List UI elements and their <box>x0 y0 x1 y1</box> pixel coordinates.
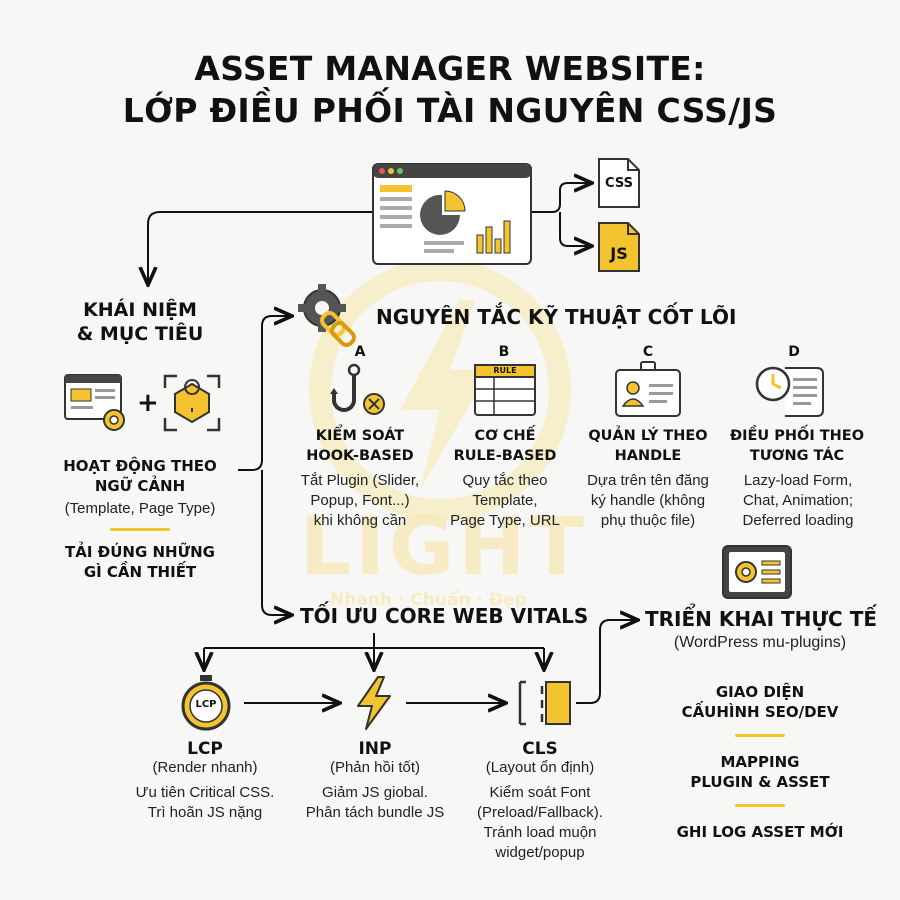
inp-subtitle: (Phản hồi tốt) <box>329 759 421 776</box>
layout-shift-icon <box>518 680 571 726</box>
principle-c-desc: Dựa trên tên đăng ký handle (không phụ t… <box>587 472 709 529</box>
title-line-1: ASSET MANAGER WEBSITE: <box>194 49 706 88</box>
principle-c-letter: C <box>642 344 654 360</box>
arrow-to-js <box>559 212 590 246</box>
page-title: ASSET MANAGER WEBSITE: LỚP ĐIỀU PHỐI TÀI… <box>0 48 900 132</box>
goal-heading: TẢI ĐÚNG NHỮNG GÌ CẦN THIẾT <box>65 543 215 581</box>
concept-divider <box>110 528 170 531</box>
context-note: (Template, Page Type) <box>64 500 216 517</box>
lightning-icon <box>357 676 391 730</box>
lcp-subtitle: (Render nhanh) <box>152 759 258 776</box>
principle-b-letter: B <box>498 344 510 360</box>
deploy-divider-1 <box>735 734 785 737</box>
concept-heading: KHÁI NIỆM & MỤC TIÊU <box>76 299 204 345</box>
watermark-slogan: Nhanh · Chuẩn · Đẹp <box>330 590 527 610</box>
arrow-cls-deploy <box>576 620 636 704</box>
css-label: CSS <box>605 176 633 191</box>
deploy-item-mapping: MAPPING PLUGIN & ASSET <box>690 753 830 791</box>
lcp-title: LCP <box>187 739 223 759</box>
arrow-branch <box>238 316 290 471</box>
arrow-to-css <box>532 183 590 213</box>
inp-desc: Giảm JS giobal. Phân tách bundle JS <box>305 784 445 821</box>
browser-window-icon <box>372 163 532 265</box>
principle-b-desc: Quy tắc theo Template, Page Type, URL <box>450 472 560 529</box>
deploy-item-log: GHI LOG ASSET MỚI <box>676 823 844 841</box>
rule-label: RULE <box>493 366 517 375</box>
js-label: JS <box>610 244 628 263</box>
hook-icon <box>330 363 385 415</box>
deploy-heading: TRIỂN KHAI THỰC TẾ <box>645 607 878 631</box>
lcp-desc: Ưu tiên Critical CSS. Trì hoãn JS nặng <box>135 784 275 821</box>
plus-sign: + <box>137 388 159 418</box>
target-icon <box>163 374 221 432</box>
clock-scroll-icon <box>755 366 824 417</box>
stopwatch-icon: LCP <box>180 675 232 731</box>
rule-table-icon: RULE <box>474 364 536 416</box>
cwv-heading: TỐI ƯU CORE WEB VITALS <box>300 604 589 628</box>
title-line-2: LỚP ĐIỀU PHỐI TÀI NGUYÊN CSS/JS <box>122 91 778 130</box>
principles-heading: NGUYÊN TẮC KỸ THUẬT CỐT LÕI <box>376 305 737 329</box>
principle-a-title: KIỂM SOÁT HOOK-BASED <box>306 428 414 464</box>
principle-a-letter: A <box>354 344 366 360</box>
deploy-subtitle: (WordPress mu-plugins) <box>673 634 847 651</box>
cls-subtitle: (Layout ổn định) <box>485 759 595 776</box>
css-file-icon: CSS <box>598 158 640 208</box>
watermark-bolt-icon <box>309 259 571 521</box>
gear-chain-icon <box>298 284 356 347</box>
inp-title: INP <box>358 739 392 759</box>
cls-title: CLS <box>522 739 558 759</box>
deploy-item-config-ui: GIAO DIỆN CẤUHÌNH SEO/DEV <box>681 683 839 721</box>
settings-window-icon <box>64 374 125 431</box>
id-badge-icon <box>615 361 681 417</box>
context-heading: HOẠT ĐỘNG THEO NGỮ CẢNH <box>63 457 217 495</box>
principle-d-title: ĐIỀU PHỐI THEO TƯƠNG TÁC <box>729 428 865 464</box>
principle-c-title: QUẢN LÝ THEO HANDLE <box>588 428 708 464</box>
arrow-branch-down <box>261 470 290 615</box>
js-file-icon: JS <box>598 222 640 272</box>
tablet-settings-icon <box>722 545 792 599</box>
principle-d-letter: D <box>788 344 800 360</box>
arrow-browser-to-concept <box>148 211 372 283</box>
lcp-badge: LCP <box>195 699 217 710</box>
cls-desc: Kiểm soát Font (Preload/Fallback). Tránh… <box>477 784 603 861</box>
principle-a-desc: Tắt Plugin (Slider, Popup, Font...) khi … <box>300 472 420 529</box>
principle-d-desc: Lazy-load Form, Chat, Animation; Deferre… <box>742 472 854 529</box>
principle-b-title: CƠ CHẾ RULE-BASED <box>453 428 557 464</box>
deploy-divider-2 <box>735 804 785 807</box>
